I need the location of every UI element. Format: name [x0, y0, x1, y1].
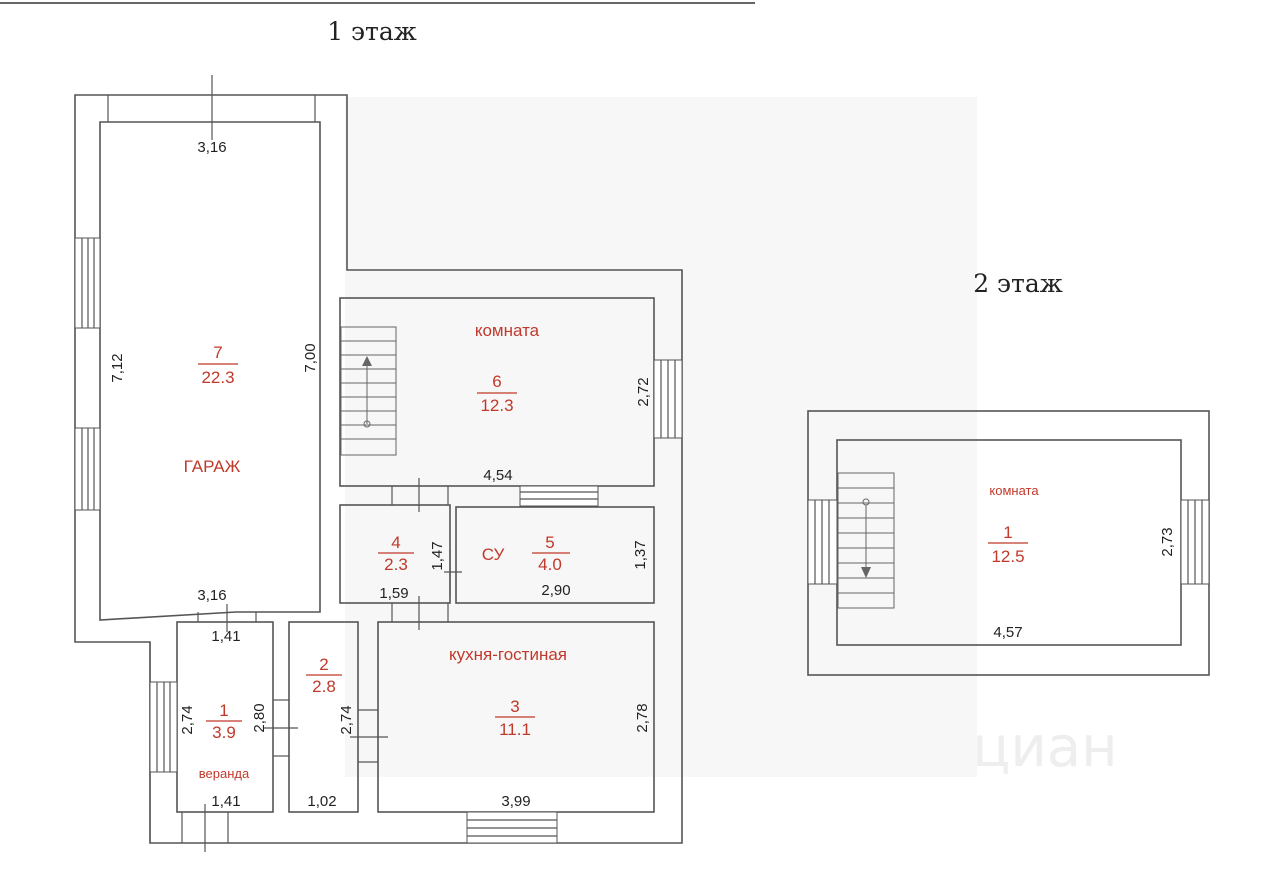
garage-name: ГАРАЖ	[184, 457, 241, 476]
garage-room	[99, 121, 321, 621]
room-label-veranda: 1 3.9 веранда	[199, 701, 250, 781]
first-floor-plan: 3,16 7,12 7,00 3,16 4,54 2,72 1,47 1,59 …	[74, 75, 683, 852]
upper-window-left	[807, 499, 838, 585]
bath-number: 5	[545, 533, 554, 552]
garage-window-upper	[74, 237, 101, 329]
dim-upper-bottom: 4,57	[993, 624, 1022, 641]
outer-wall	[74, 94, 683, 844]
dim-room4-bottom: 1,59	[379, 585, 408, 602]
dim-garage-left: 7,12	[109, 353, 126, 382]
veranda-area: 3.9	[212, 723, 236, 742]
room6-number: 6	[492, 372, 501, 391]
dim-bath-bottom: 2,90	[541, 582, 570, 599]
dim-veranda-bottom: 1,41	[211, 793, 240, 810]
room6-area: 12.3	[480, 396, 513, 415]
room-label-kitchen: кухня-гостиная 3 11.1	[449, 645, 567, 739]
dim-kitchen-bottom: 3,99	[501, 793, 530, 810]
dim-garage-top: 3,16	[197, 139, 226, 156]
room4-number: 4	[391, 533, 400, 552]
room2-number: 2	[319, 655, 328, 674]
veranda-window	[149, 681, 178, 773]
bath-area: 4.0	[538, 555, 562, 574]
dim-veranda-top: 1,41	[211, 628, 240, 645]
kitchen-window	[466, 811, 558, 844]
dim-upper-right: 2,73	[1159, 527, 1176, 556]
second-floor-title: 2 этаж	[973, 269, 1063, 298]
dim-room2-right: 2,74	[338, 705, 355, 734]
room4-area: 2.3	[384, 555, 408, 574]
dim-veranda-left: 2,74	[179, 705, 196, 734]
upper-room-name: комната	[989, 483, 1039, 498]
dim-room6-right: 2,72	[635, 377, 652, 406]
kitchen-name: кухня-гостиная	[449, 645, 567, 664]
dim-veranda-right: 2,80	[251, 703, 268, 732]
garage-number: 7	[213, 343, 222, 362]
room-label-bath: СУ 5 4.0	[482, 533, 570, 574]
kitchen-area: 11.1	[499, 720, 531, 739]
room6-name: комната	[475, 321, 540, 340]
dim-room4-right: 1,47	[429, 541, 446, 570]
room-label-room2: 2 2.8	[306, 655, 342, 696]
upper-window-right	[1180, 499, 1210, 585]
second-floor-plan: комната 1 12.5 2,73 4,57	[807, 410, 1210, 676]
stairs-second-floor	[837, 472, 895, 609]
garage-area: 22.3	[201, 368, 234, 387]
bath-name: СУ	[482, 545, 505, 564]
room6-window	[653, 359, 683, 439]
upper-room-number: 1	[1003, 523, 1012, 542]
veranda-number: 1	[219, 701, 228, 720]
room-label-room4: 4 2.3	[378, 533, 414, 574]
room-label-room6: комната 6 12.3	[475, 321, 540, 415]
dim-bath-right: 1,37	[632, 540, 649, 569]
watermark-text: циан	[972, 715, 1117, 780]
room2-outline	[288, 621, 359, 813]
bath-outline	[455, 506, 655, 604]
room-label-garage: 7 22.3 ГАРАЖ	[184, 343, 241, 476]
dim-kitchen-right: 2,78	[634, 703, 651, 732]
dim-room6-bottom: 4,54	[483, 467, 512, 484]
dim-garage-bottom: 3,16	[197, 587, 226, 604]
room2-area: 2.8	[312, 677, 336, 696]
bath-window	[519, 485, 599, 507]
dim-room2-bottom: 1,02	[307, 793, 336, 810]
upper-room-area: 12.5	[991, 547, 1024, 566]
veranda-name: веранда	[199, 766, 250, 781]
garage-window-lower	[74, 427, 101, 511]
dim-garage-right: 7,00	[302, 343, 319, 372]
kitchen-number: 3	[510, 697, 519, 716]
stairs-first-floor	[340, 326, 397, 456]
first-floor-title: 1 этаж	[327, 17, 417, 46]
